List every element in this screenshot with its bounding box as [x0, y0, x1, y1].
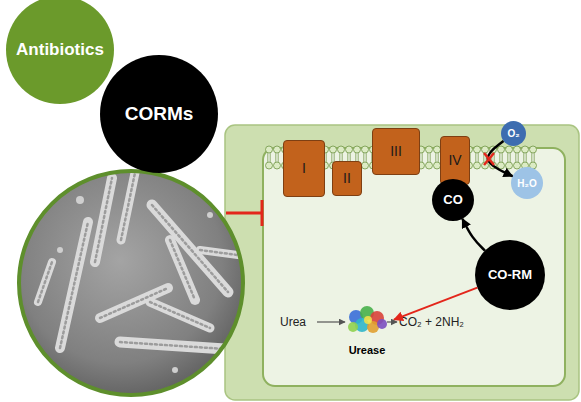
connector-arrow — [462, 219, 485, 251]
substrate-label: Urea — [280, 314, 306, 330]
block-cross — [484, 153, 494, 165]
protein-subunit — [348, 322, 358, 332]
urease-protein: Urease — [340, 304, 394, 356]
node-label: CORMs — [125, 104, 194, 125]
water-circle: H₂O — [511, 167, 543, 199]
inhibition-bar — [226, 200, 262, 226]
circle-fill — [6, 0, 114, 104]
node-label: IV — [448, 153, 461, 168]
protein-subunit — [377, 319, 387, 329]
node-label: I — [302, 161, 306, 176]
node-label: O₂ — [507, 128, 519, 139]
complex-box: IV — [440, 136, 470, 185]
reaction-arrow — [317, 321, 345, 322]
complex-box: III — [372, 128, 420, 175]
corms-circle: CORMs — [100, 55, 218, 173]
protein-subunit — [364, 316, 372, 324]
bacteria-rods — [38, 168, 245, 373]
node-label: II — [343, 171, 351, 186]
micrograph — [19, 168, 245, 395]
complex-box: I — [283, 140, 325, 197]
node-label: H₂O — [517, 178, 536, 189]
micrograph-border — [19, 171, 243, 395]
circle-fill — [432, 179, 474, 221]
node-label: III — [390, 144, 402, 159]
connector-arrow — [394, 288, 477, 320]
cell-wall — [225, 125, 579, 400]
co-circle: CO — [432, 179, 474, 221]
node-label: Urease — [349, 344, 386, 356]
product-label: CO₂ + 2NH₂ — [399, 314, 464, 330]
circle-fill — [501, 121, 526, 146]
connector-arrow — [488, 141, 513, 176]
circle-fill — [475, 240, 545, 310]
node-label: Antibiotics — [16, 41, 104, 60]
reaction-arrow — [387, 321, 397, 322]
corm-circle: CO-RM — [475, 240, 545, 310]
node-label: CO — [443, 193, 463, 207]
circle-fill — [511, 167, 543, 199]
circle-fill — [100, 55, 218, 173]
antibiotics-circle: Antibiotics — [6, 0, 114, 104]
node-label: CO-RM — [488, 268, 532, 282]
complex-box: II — [332, 161, 362, 196]
oxygen-circle: O₂ — [501, 121, 526, 146]
